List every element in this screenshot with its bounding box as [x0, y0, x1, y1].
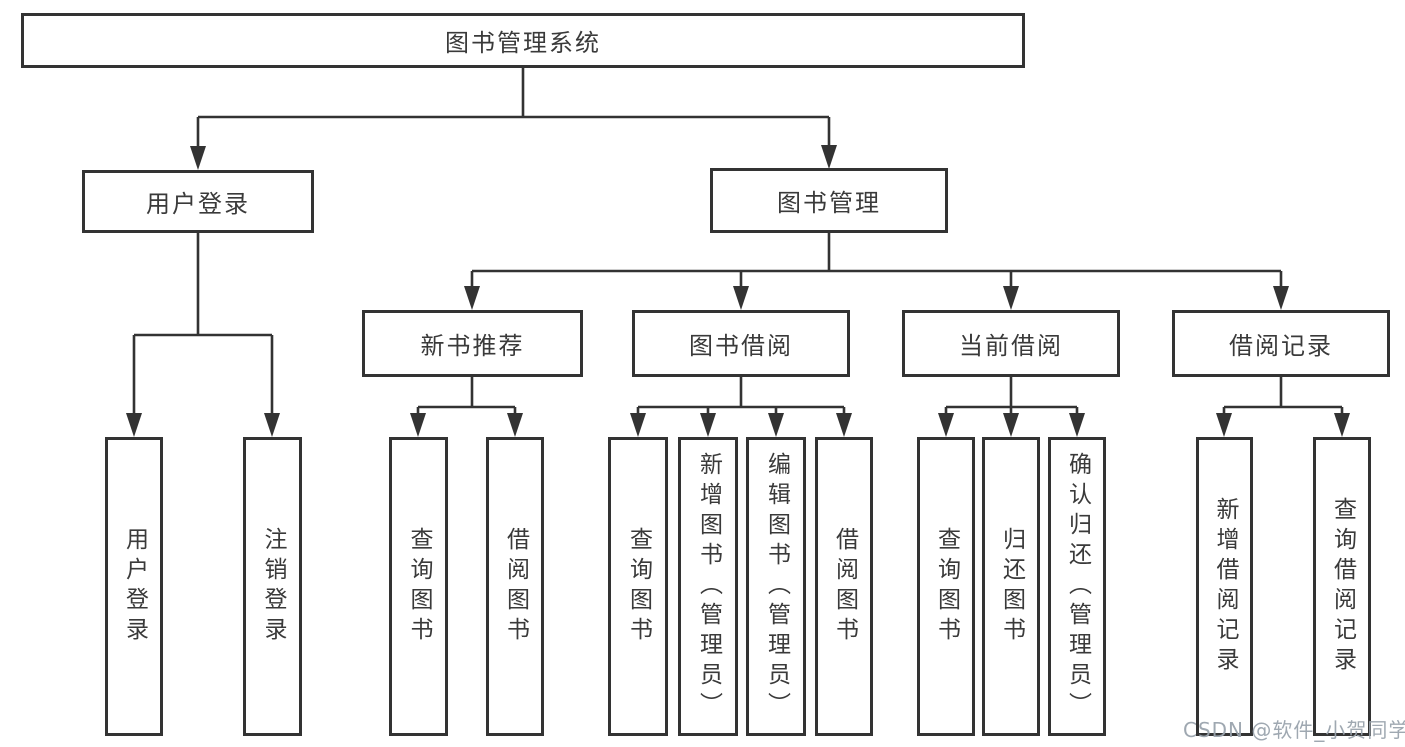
node-book-management-label: 图书管理 [777, 189, 881, 217]
leaf-bb-borrow-books-label: 借阅图书 [831, 526, 858, 647]
leaf-br-query-record-label: 查询借阅记录 [1329, 496, 1356, 677]
node-user-login: 用户登录 [82, 170, 314, 233]
node-book-borrowing: 图书借阅 [632, 310, 850, 377]
leaf-logout-label: 注销登录 [260, 526, 286, 647]
node-root-label: 图书管理系统 [445, 29, 601, 57]
leaf-nb-borrow-books-label: 借阅图书 [502, 526, 529, 647]
leaf-bb-borrow-books: 借阅图书 [815, 437, 873, 736]
node-current-borrowing-label: 当前借阅 [959, 332, 1063, 360]
leaf-user-login: 用户登录 [105, 437, 163, 736]
leaf-bb-edit-books-admin-label: 编辑图书（管理员） [763, 451, 790, 722]
node-book-borrowing-label: 图书借阅 [689, 332, 793, 360]
node-current-borrowing: 当前借阅 [902, 310, 1120, 377]
node-root-library-system: 图书管理系统 [21, 13, 1025, 68]
node-borrow-records-label: 借阅记录 [1229, 332, 1333, 360]
leaf-cb-query-books-label: 查询图书 [933, 526, 960, 647]
leaf-cb-query-books: 查询图书 [917, 437, 975, 736]
leaf-bb-query-books: 查询图书 [608, 437, 668, 736]
csdn-watermark: CSDN @软件_小贺同学 [1183, 718, 1405, 742]
leaf-nb-query-books-label: 查询图书 [406, 526, 432, 647]
leaf-bb-add-books-admin-label: 新增图书（管理员） [695, 451, 722, 722]
leaf-user-login-label: 用户登录 [121, 526, 148, 647]
leaf-bb-query-books-label: 查询图书 [625, 526, 652, 647]
leaf-cb-confirm-return-admin: 确认归还（管理员） [1048, 437, 1106, 736]
node-new-book-recommend: 新书推荐 [362, 310, 583, 377]
leaf-bb-edit-books-admin: 编辑图书（管理员） [746, 437, 806, 736]
leaf-br-add-record-label: 新增借阅记录 [1212, 496, 1238, 677]
arrowheads [126, 145, 1350, 437]
leaf-cb-return-books: 归还图书 [982, 437, 1040, 736]
node-borrow-records: 借阅记录 [1172, 310, 1390, 377]
node-book-management: 图书管理 [710, 168, 948, 233]
leaf-nb-query-books: 查询图书 [389, 437, 448, 736]
node-user-login-label: 用户登录 [146, 190, 250, 218]
leaf-br-add-record: 新增借阅记录 [1196, 437, 1253, 736]
leaf-cb-return-books-label: 归还图书 [998, 526, 1025, 647]
leaf-nb-borrow-books: 借阅图书 [486, 437, 544, 736]
leaf-bb-add-books-admin: 新增图书（管理员） [678, 437, 738, 736]
leaf-br-query-record: 查询借阅记录 [1313, 437, 1371, 736]
node-new-book-recommend-label: 新书推荐 [420, 332, 525, 360]
leaf-logout: 注销登录 [243, 437, 302, 736]
leaf-cb-confirm-return-admin-label: 确认归还（管理员） [1064, 451, 1091, 722]
